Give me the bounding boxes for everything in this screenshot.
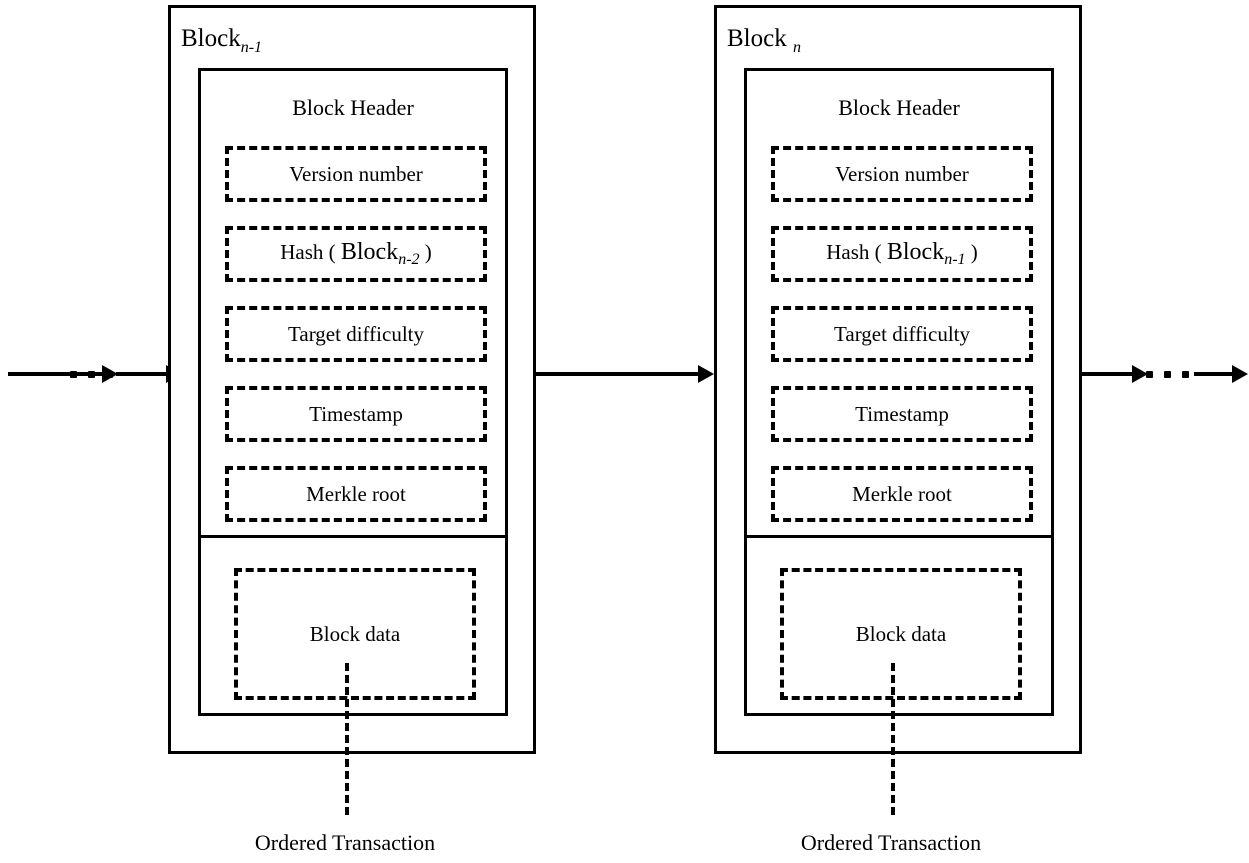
block-title-subscript: n-1 [240,39,263,56]
incoming-arrow-2 [116,365,182,383]
left-ellipsis-icon [70,371,113,378]
field-label: Target difficulty [288,321,424,346]
field-label: Timestamp [309,401,403,426]
block-title-n-minus-1: Blockn-1 [181,26,262,56]
block-header-section-n-minus-1: Block Header Version number Hash ( Block… [201,71,505,538]
field-hash-prev-n: Hash ( Blockn-1 ) [771,226,1033,282]
block-inner-n: Block Header Version number Hash ( Block… [744,68,1054,716]
outgoing-arrow-2 [1194,365,1248,383]
field-label: Version number [835,161,969,186]
block-title-text: Block [727,25,787,52]
field-timestamp-n: Timestamp [771,386,1033,442]
right-ellipsis-icon [1146,371,1189,378]
block-header-section-n: Block Header Version number Hash ( Block… [747,71,1051,538]
block-title-text: Block [181,25,241,52]
field-label: Merkle root [306,481,406,506]
field-version-number-n: Version number [771,146,1033,202]
block-outer-n-minus-1: Blockn-1 Block Header Version number Has… [168,5,536,754]
field-merkle-root-n-minus-1: Merkle root [225,466,487,522]
block-title-subscript: n [792,39,801,56]
chain-arrow-middle [536,365,714,383]
field-label: Timestamp [855,401,949,426]
block-inner-n-minus-1: Block Header Version number Hash ( Block… [198,68,508,716]
field-label-hash: Hash ( Blockn-2 ) [280,238,432,269]
block-header-title-n: Block Header [838,95,960,120]
block-title-n: Block n [727,26,801,56]
ordered-transaction-tail-n-minus-1 [345,663,349,815]
ordered-transaction-tail-n [891,663,895,815]
block-data-box-n: Block data [780,568,1022,700]
ordered-transaction-label-n: Ordered Transaction [800,830,982,855]
field-label: Target difficulty [834,321,970,346]
block-header-title-n-minus-1: Block Header [292,95,414,120]
block-data-label: Block data [855,621,947,646]
field-version-number-n-minus-1: Version number [225,146,487,202]
field-label: Version number [289,161,423,186]
field-hash-prev-n-minus-1: Hash ( Blockn-2 ) [225,226,487,282]
ordered-transaction-label-n-minus-1: Ordered Transaction [254,830,436,855]
field-target-difficulty-n: Target difficulty [771,306,1033,362]
field-label: Merkle root [852,481,952,506]
field-target-difficulty-n-minus-1: Target difficulty [225,306,487,362]
field-merkle-root-n: Merkle root [771,466,1033,522]
block-data-label: Block data [309,621,401,646]
field-label-hash: Hash ( Blockn-1 ) [826,238,978,269]
block-outer-n: Block n Block Header Version number Hash… [714,5,1082,754]
block-data-box-n-minus-1: Block data [234,568,476,700]
outgoing-arrow-1 [1082,365,1148,383]
field-timestamp-n-minus-1: Timestamp [225,386,487,442]
